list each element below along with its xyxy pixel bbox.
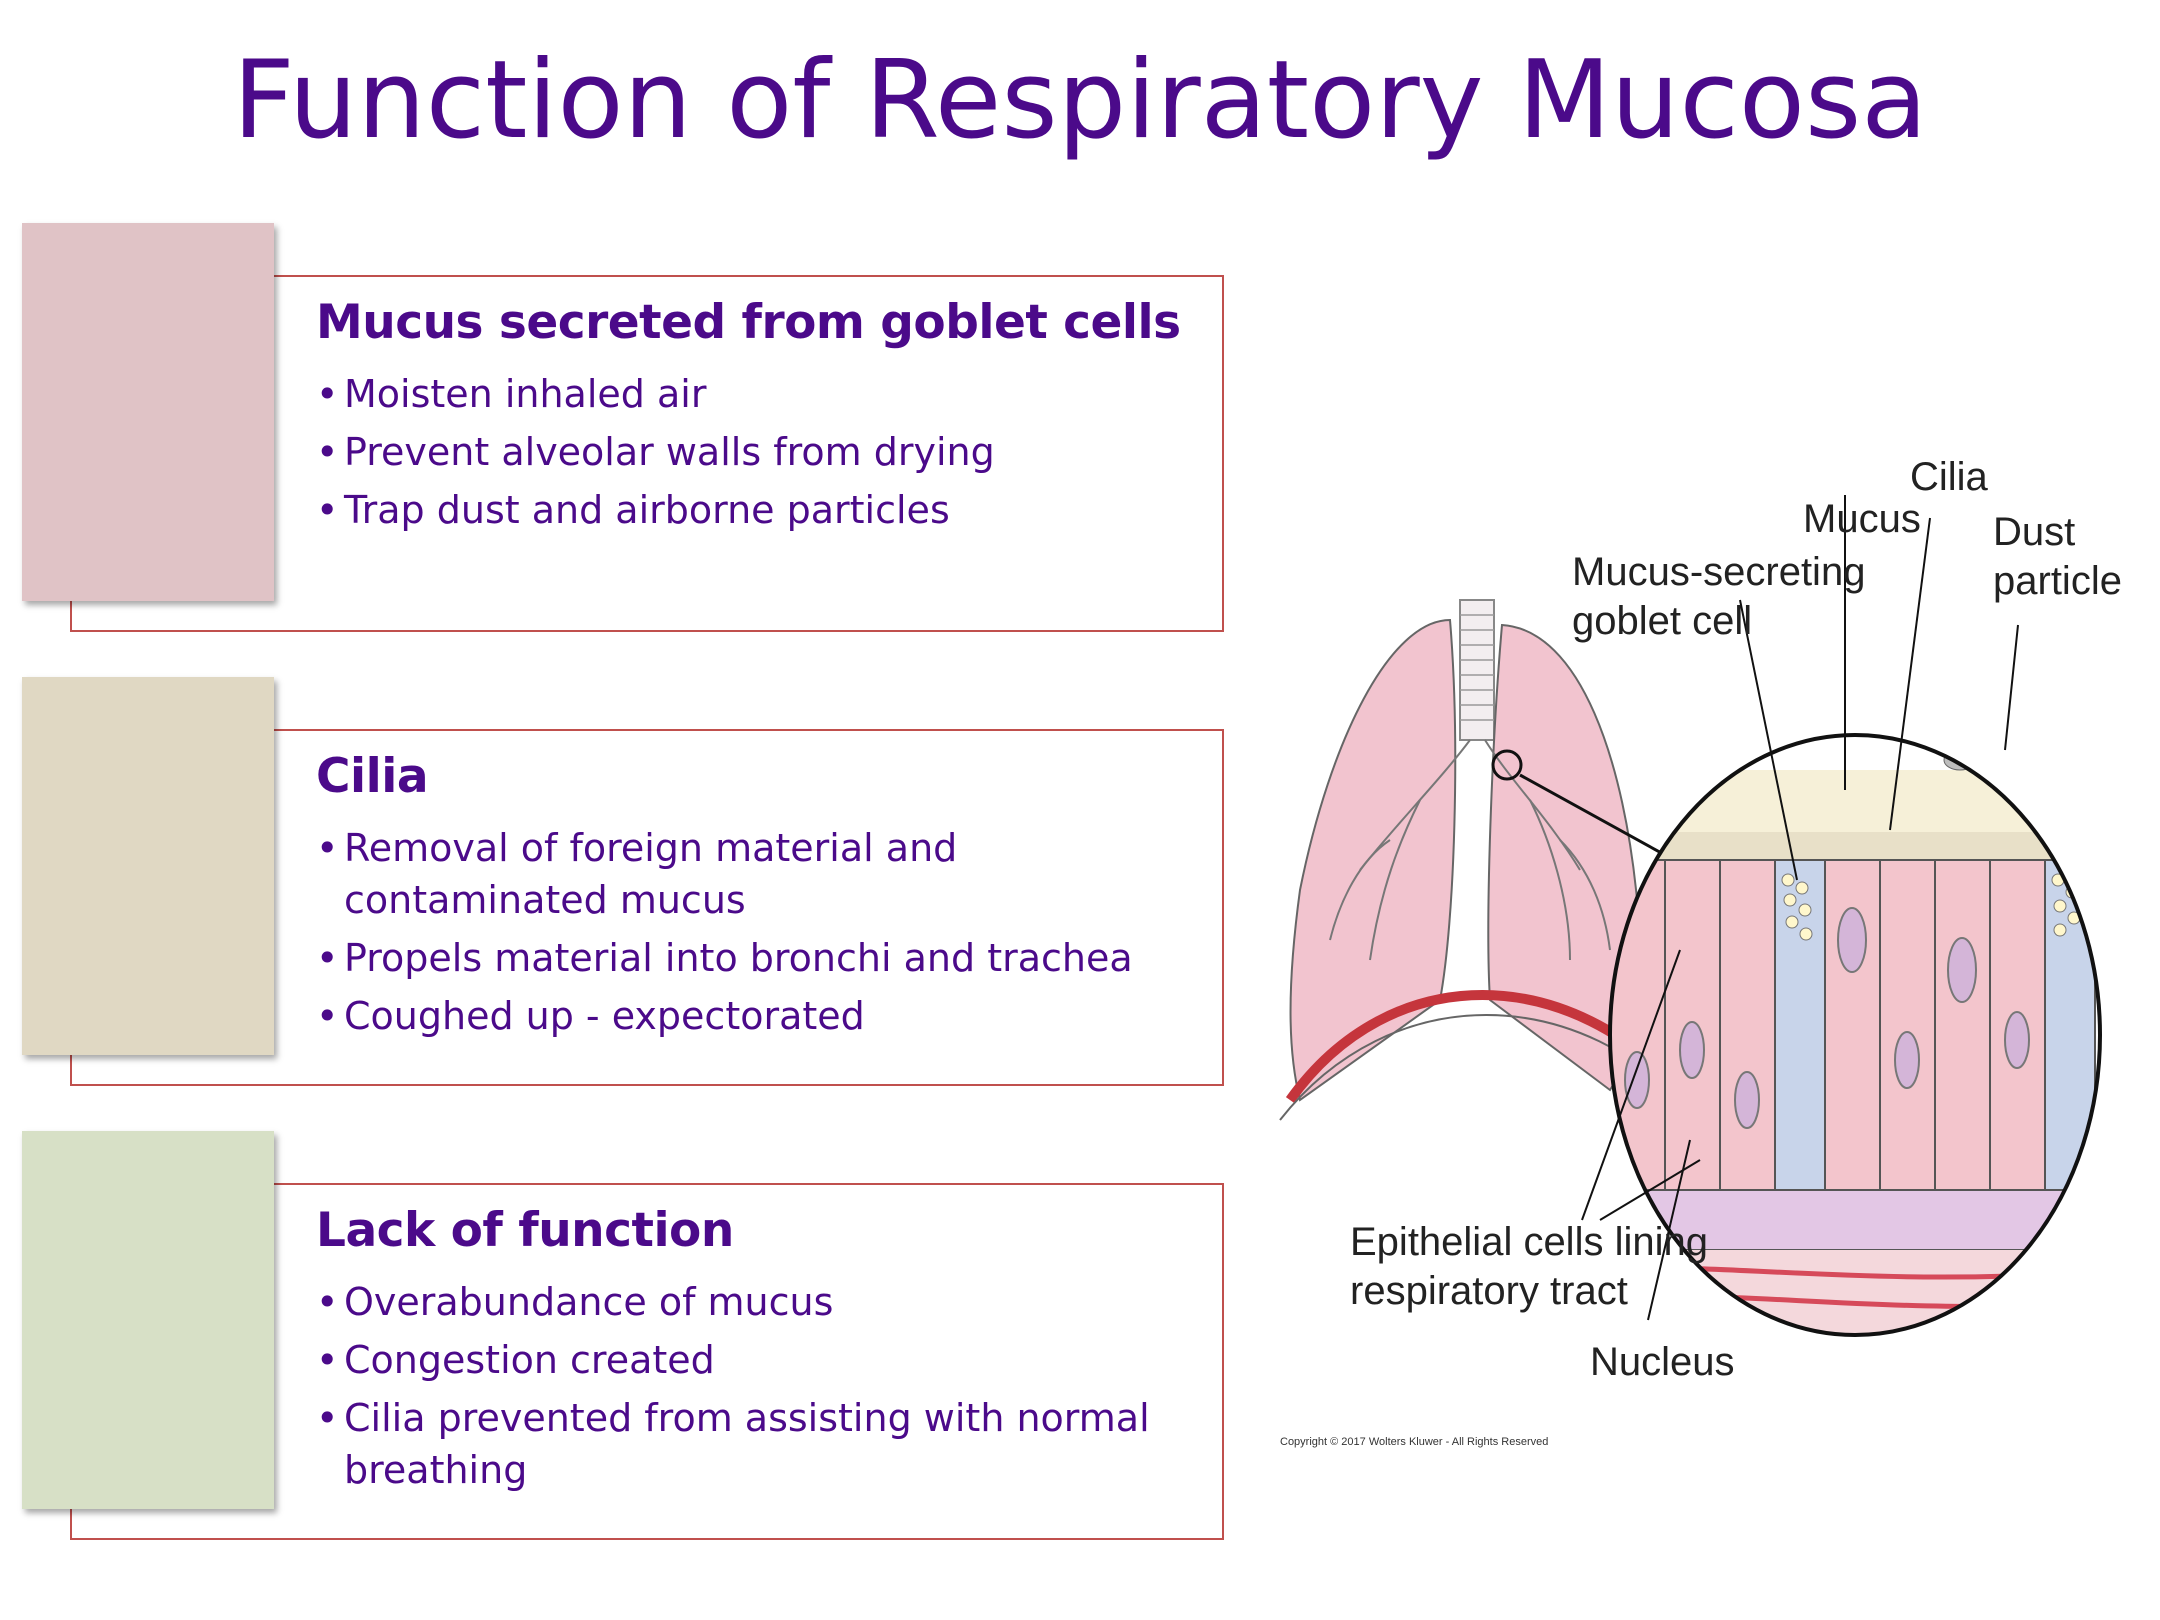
copyright-text: Copyright © 2017 Wolters Kluwer - All Ri…	[1280, 1436, 1548, 1448]
label-mucus: Mucus	[1803, 497, 1921, 541]
section-swatch-1	[22, 223, 274, 601]
slide-title: Function of Respiratory Mucosa	[232, 38, 1928, 163]
label-epithelial-line-1: Epithelial cells lining	[1350, 1220, 1708, 1264]
section-heading: Cilia	[316, 749, 429, 804]
list-item: Propels material into bronchi and trache…	[316, 932, 1216, 984]
section-content-2: Cilia Removal of foreign material and co…	[316, 749, 1216, 1048]
label-dust-line-2: particle	[1993, 559, 2122, 603]
respiratory-mucosa-diagram: Cilia Mucus Dust particle Mucus-secretin…	[1279, 455, 2122, 1448]
section-swatch-3	[22, 1131, 274, 1509]
label-dust-line-1: Dust	[1993, 510, 2075, 554]
magnified-tissue-illustration	[1608, 733, 2102, 1337]
section-heading: Lack of function	[316, 1203, 734, 1258]
section-content-1: Mucus secreted from goblet cells Moisten…	[316, 295, 1216, 542]
list-item: Removal of foreign material and contamin…	[316, 822, 1216, 926]
lungs-illustration	[1279, 599, 1701, 1121]
label-epithelial-line-2: respiratory tract	[1350, 1269, 1628, 1313]
section-heading: Mucus secreted from goblet cells	[316, 295, 1181, 350]
list-item: Trap dust and airborne particles	[316, 484, 1216, 536]
list-item: Prevent alveolar walls from drying	[316, 426, 1216, 478]
bullet-list: Moisten inhaled air Prevent alveolar wal…	[316, 368, 1216, 536]
label-goblet-line-2: goblet cell	[1572, 599, 1752, 643]
list-item: Congestion created	[316, 1334, 1216, 1386]
bullet-list: Overabundance of mucus Congestion create…	[316, 1276, 1216, 1496]
list-item: Moisten inhaled air	[316, 368, 1216, 420]
label-nucleus: Nucleus	[1590, 1340, 1735, 1384]
list-item: Coughed up - expectorated	[316, 990, 1216, 1042]
label-goblet-line-1: Mucus-secreting	[1572, 550, 1865, 594]
list-item: Cilia prevented from assisting with norm…	[316, 1392, 1216, 1496]
section-swatch-2	[22, 677, 274, 1055]
bullet-list: Removal of foreign material and contamin…	[316, 822, 1216, 1042]
list-item: Overabundance of mucus	[316, 1276, 1216, 1328]
label-cilia: Cilia	[1910, 455, 1989, 499]
section-content-3: Lack of function Overabundance of mucus …	[316, 1203, 1216, 1502]
